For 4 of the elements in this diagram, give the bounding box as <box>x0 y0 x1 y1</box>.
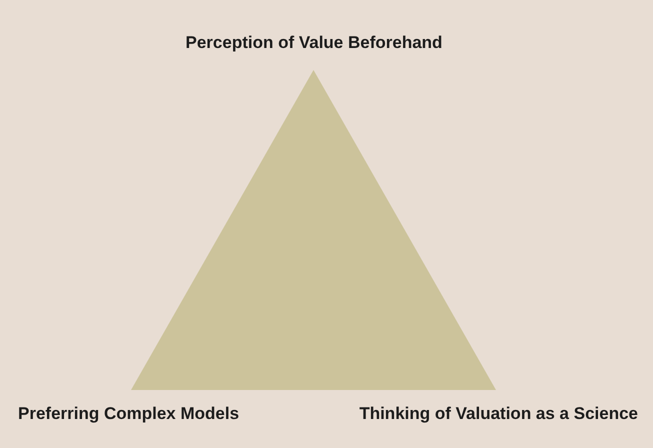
vertex-label: Perception of Value Beforehand <box>186 33 442 53</box>
triangle <box>131 70 496 390</box>
vertex-label: Preferring Complex Models <box>18 404 240 424</box>
vertex-label: Thinking of Valuation as a Science <box>359 404 638 424</box>
